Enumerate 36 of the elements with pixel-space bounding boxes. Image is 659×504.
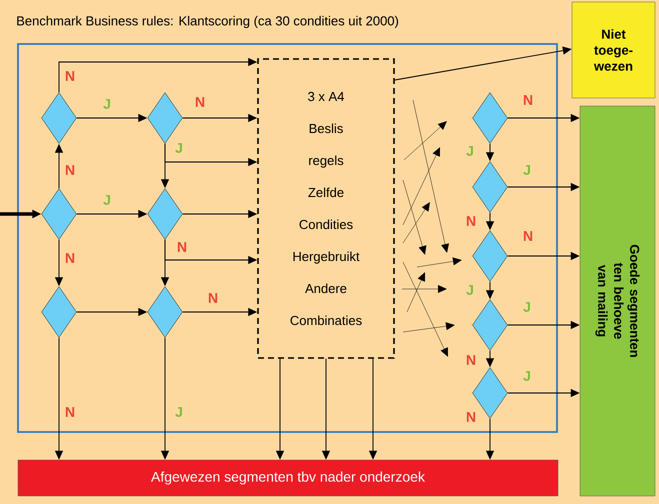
edge-label: J: [522, 370, 532, 382]
edge-label: N: [64, 252, 76, 264]
decision-diamond: [41, 188, 77, 240]
edge-label: N: [522, 230, 534, 242]
edge-label: N: [464, 354, 478, 366]
edge-label: J: [465, 284, 475, 296]
edge-label: N: [464, 215, 478, 227]
decision-diamond: [41, 286, 77, 338]
dashed-box: 3 x A4 Beslis regels Zelfde Condities Hergebruikt Andere Combinaties: [257, 58, 395, 359]
edge-label: J: [522, 301, 532, 313]
decision-diamond: [41, 92, 77, 144]
decision-diamond: [147, 92, 183, 144]
edge-label: J: [102, 194, 112, 206]
edge-label: N: [176, 241, 188, 253]
edge-label: J: [522, 164, 532, 176]
edge-label: N: [64, 70, 76, 82]
banner-box: Afgewezen segmenten tbv nader onderzoek: [18, 460, 558, 496]
edge-label: N: [64, 164, 76, 176]
label-box: Niet toege- wezen: [572, 2, 656, 98]
edge-label: J: [465, 145, 475, 157]
edge-label: J: [174, 406, 184, 418]
decision-diamond: [472, 161, 508, 213]
edge-label: N: [64, 406, 76, 418]
decision-diamond: [147, 286, 183, 338]
decision-diamond: [147, 188, 183, 240]
title: Benchmark Business rules: Klantscoring (ca 30 condities uit 2000): [17, 16, 398, 28]
edge-label: N: [522, 94, 534, 106]
decision-diamond: [472, 92, 508, 144]
decision-diamond: [472, 230, 508, 282]
edge-label: J: [174, 142, 184, 154]
edge-label: N: [206, 292, 220, 304]
decision-diamond: [472, 299, 508, 351]
edge-label: J: [102, 98, 112, 110]
edge-label: N: [464, 411, 478, 423]
edge-label: N: [194, 96, 206, 108]
label-box: Goede segmenten ten behoeve van mailing: [580, 106, 656, 496]
